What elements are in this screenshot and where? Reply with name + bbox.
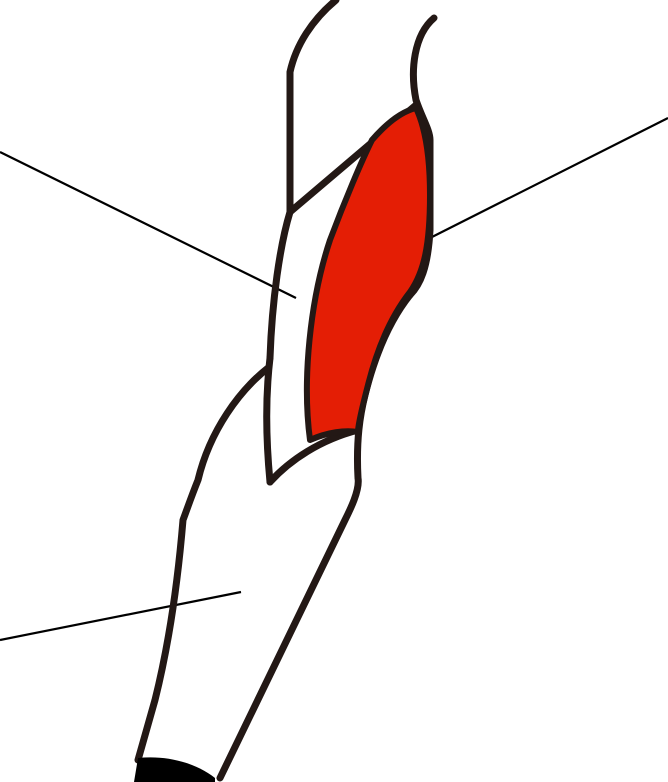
forearm-back-contour xyxy=(134,364,272,764)
highlighted-muscle xyxy=(303,105,433,443)
leader-line-upper-left xyxy=(0,151,297,299)
arm-outline xyxy=(134,0,438,782)
leader-line-lower-left xyxy=(0,590,242,642)
leader-lines xyxy=(0,117,668,642)
leader-line-upper-right xyxy=(429,117,668,239)
upper-arm-left-contour xyxy=(286,0,340,216)
hand-tip xyxy=(134,757,215,782)
elbow-inner-contour xyxy=(263,354,274,486)
biceps-left-contour xyxy=(266,208,294,362)
